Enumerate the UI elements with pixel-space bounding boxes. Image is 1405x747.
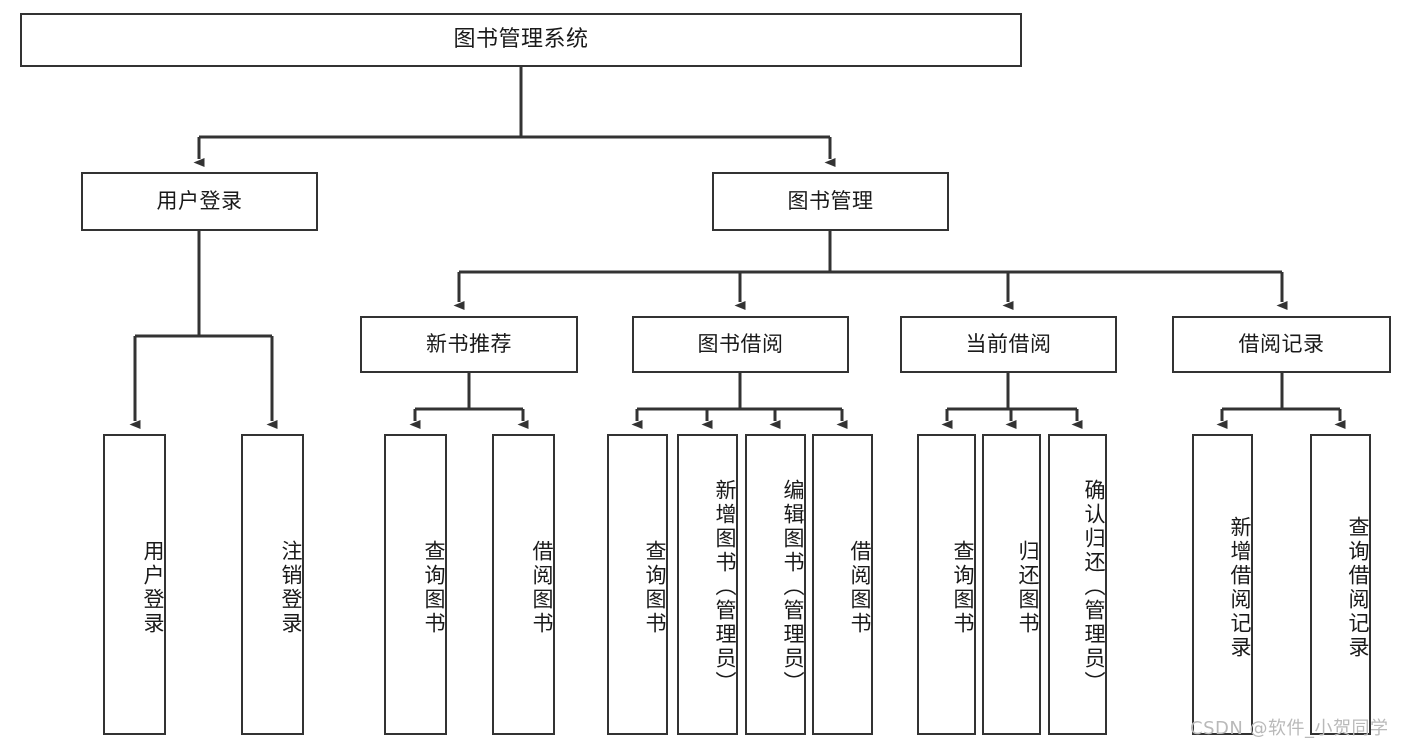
leaf-borrow-book-1[interactable]: 借阅图书 — [492, 434, 555, 735]
node-user-login[interactable]: 用户登录 — [81, 172, 318, 231]
node-current-borrow[interactable]: 当前借阅 — [900, 316, 1117, 373]
leaf-user-login[interactable]: 用户登录 — [103, 434, 166, 735]
node-book-borrow[interactable]: 图书借阅 — [632, 316, 849, 373]
node-book-manage[interactable]: 图书管理 — [712, 172, 949, 231]
node-borrow-record[interactable]: 借阅记录 — [1172, 316, 1391, 373]
leaf-return-book[interactable]: 归还图书 — [982, 434, 1041, 735]
leaf-query-book-1[interactable]: 查询图书 — [384, 434, 447, 735]
csdn-watermark: CSDN @软件_小贺同学 — [1190, 718, 1389, 739]
leaf-add-record[interactable]: 新增借阅记录 — [1192, 434, 1253, 735]
node-root[interactable]: 图书管理系统 — [20, 13, 1022, 67]
leaf-query-book-2[interactable]: 查询图书 — [607, 434, 668, 735]
leaf-borrow-book-2[interactable]: 借阅图书 — [812, 434, 873, 735]
node-new-book-recommend[interactable]: 新书推荐 — [360, 316, 578, 373]
leaf-user-logout[interactable]: 注销登录 — [241, 434, 304, 735]
leaf-query-record[interactable]: 查询借阅记录 — [1310, 434, 1371, 735]
leaf-edit-book[interactable]: 编辑图书（管理员） — [745, 434, 806, 735]
leaf-confirm-return[interactable]: 确认归还（管理员） — [1048, 434, 1107, 735]
leaf-add-book[interactable]: 新增图书（管理员） — [677, 434, 738, 735]
leaf-query-book-3[interactable]: 查询图书 — [917, 434, 976, 735]
